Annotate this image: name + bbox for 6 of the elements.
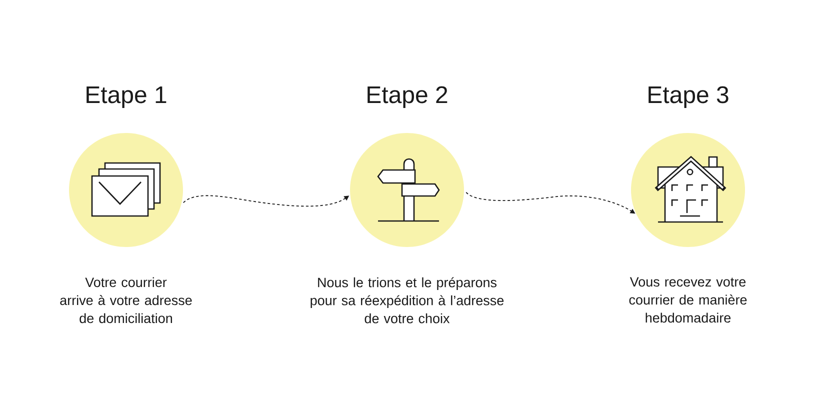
step-description: Vous recevez votre courrier de manière hebdomadaire — [629, 277, 747, 323]
step-heading: Etape 2 — [368, 86, 448, 108]
step-description: Votre courrier arrive à votre adresse de domiciliation — [60, 277, 192, 324]
step-heading: Etape 3 — [648, 86, 728, 108]
step-description: Nous le trions et le préparons pour sa réexpédition à l’adresse de votre choix — [310, 277, 504, 324]
step-heading: Etape 1 — [86, 86, 166, 108]
